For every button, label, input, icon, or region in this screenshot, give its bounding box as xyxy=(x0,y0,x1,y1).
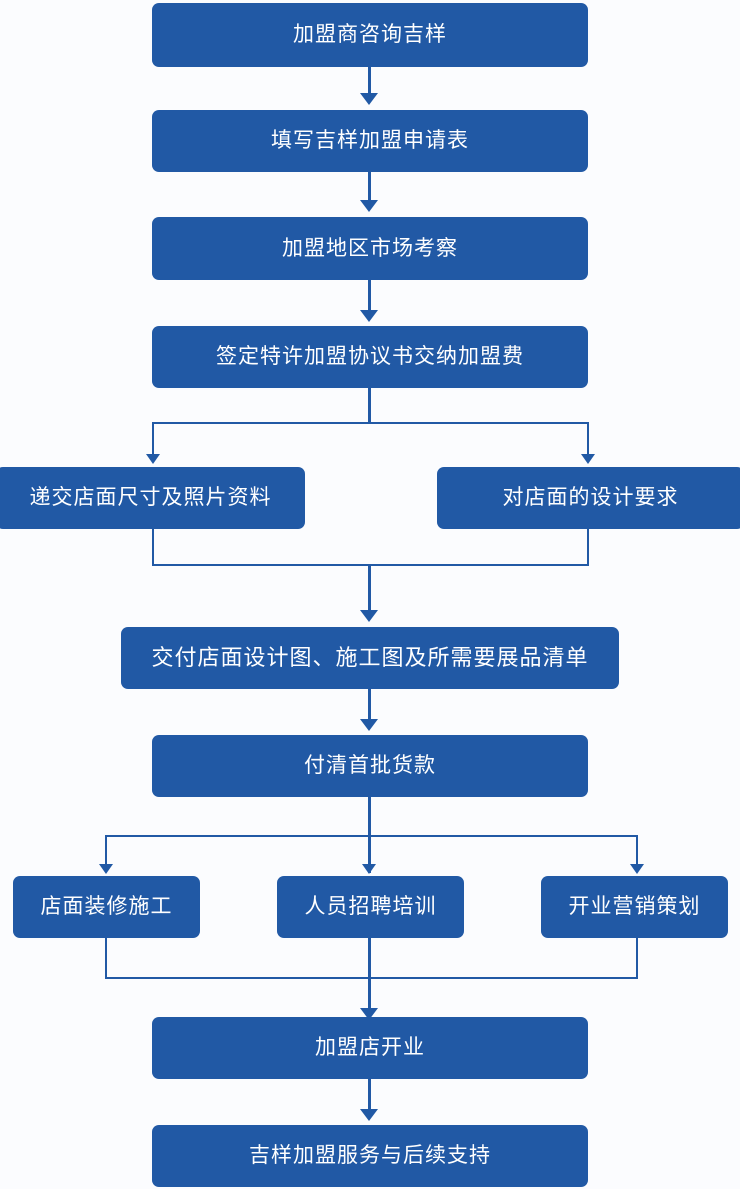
connector-n8-split-bar xyxy=(105,835,638,837)
flow-node-store-design-requirements[interactable]: 对店面的设计要求 xyxy=(437,467,740,529)
connector-n12-n13-arrow xyxy=(360,1109,378,1121)
connector-n12-n13-line xyxy=(368,1079,371,1111)
flow-node-opening-marketing-plan[interactable]: 开业营销策划 xyxy=(541,876,728,938)
connector-n4-split-bar xyxy=(152,422,589,424)
flow-node-ongoing-support[interactable]: 吉样加盟服务与后续支持 xyxy=(152,1125,588,1187)
connector-n8-to-n10-arrow xyxy=(362,864,376,874)
connector-n4-to-n6-arrow xyxy=(581,454,595,464)
flow-node-market-survey[interactable]: 加盟地区市场考察 xyxy=(152,217,588,280)
connector-n3-n4-arrow xyxy=(360,310,378,322)
connector-merge-n7-arrow xyxy=(360,610,378,622)
connector-n6-merge-riser xyxy=(587,529,589,565)
flow-node-pay-first-order[interactable]: 付清首批货款 xyxy=(152,735,588,797)
flow-node-consult[interactable]: 加盟商咨询吉样 xyxy=(152,3,588,67)
connector-merge-n7-stem xyxy=(368,564,371,612)
flow-node-staff-recruitment-training[interactable]: 人员招聘培训 xyxy=(277,876,464,938)
flow-node-application-form[interactable]: 填写吉样加盟申请表 xyxy=(152,110,588,172)
connector-n4-to-n6-drop xyxy=(587,422,589,456)
flow-node-deliver-drawings[interactable]: 交付店面设计图、施工图及所需要展品清单 xyxy=(121,627,619,689)
connector-n10-merge-stem xyxy=(368,938,371,1010)
connector-n1-n2-line xyxy=(368,67,371,95)
connector-n9-merge-riser xyxy=(105,938,107,978)
connector-n1-n2-arrow xyxy=(360,93,378,105)
connector-n7-n8-arrow xyxy=(360,719,378,731)
connector-n2-n3-arrow xyxy=(360,200,378,212)
connector-n4-split-stem xyxy=(368,388,371,424)
connector-n4-to-n5-arrow xyxy=(146,454,160,464)
connector-n8-to-n11-drop xyxy=(636,835,638,866)
connector-merge-bar-to-n12 xyxy=(105,977,638,979)
connector-n3-n4-line xyxy=(368,280,371,312)
connector-n8-to-n11-arrow xyxy=(630,864,644,874)
connector-n5-merge-riser xyxy=(152,529,154,565)
flow-node-store-opening[interactable]: 加盟店开业 xyxy=(152,1017,588,1079)
connector-n2-n3-line xyxy=(368,172,371,202)
connector-n11-merge-riser xyxy=(636,938,638,978)
flow-node-sign-agreement[interactable]: 签定特许加盟协议书交纳加盟费 xyxy=(152,326,588,388)
flow-node-store-construction[interactable]: 店面装修施工 xyxy=(13,876,200,938)
connector-n8-to-n9-arrow xyxy=(99,864,113,874)
connector-n8-to-n9-drop xyxy=(105,835,107,866)
connector-n4-to-n5-drop xyxy=(152,422,154,456)
connector-n7-n8-line xyxy=(368,689,371,721)
flow-node-submit-store-photos[interactable]: 递交店面尺寸及照片资料 xyxy=(0,467,305,529)
